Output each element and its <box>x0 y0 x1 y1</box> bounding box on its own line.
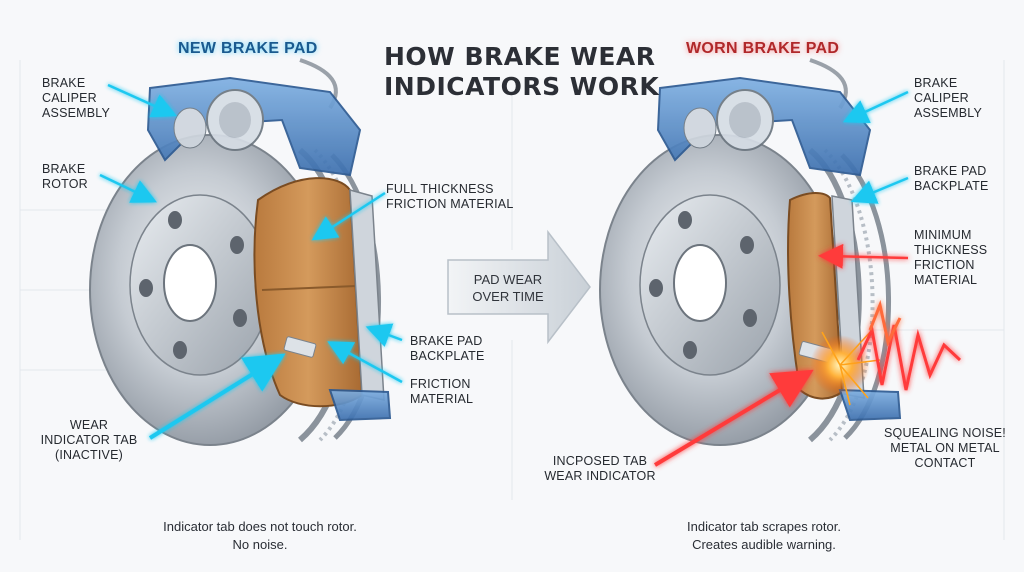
label-worn-caliper: BRAKE CALIPER ASSEMBLY <box>914 76 982 121</box>
lug-holes <box>139 211 247 359</box>
label-line: (INACTIVE) <box>55 448 123 462</box>
center-arrow-label: PAD WEAR OVER TIME <box>458 271 558 305</box>
label-line: WEAR INDICATOR <box>544 469 656 483</box>
label-line: INCPOSED TAB <box>552 454 648 468</box>
label-line: FRICTION <box>410 377 471 391</box>
caption-line: Indicator tab scrapes rotor. <box>687 519 841 534</box>
label-line: BRAKE PAD <box>410 334 483 348</box>
label-new-full-thickness: FULL THICKNESS FRICTION MATERIAL <box>386 182 513 212</box>
label-line: CALIPER <box>42 91 97 105</box>
worn-pad-heading: WORN BRAKE PAD <box>686 40 840 57</box>
label-line: INDICATOR TAB <box>40 433 138 447</box>
label-line: MATERIAL <box>914 273 978 287</box>
squeal-wave-icon <box>856 324 962 391</box>
worn-brake-assembly <box>599 58 962 446</box>
caption-line: No noise. <box>232 537 288 552</box>
label-line: MATERIAL <box>410 392 474 406</box>
title-line-1: HOW BRAKE WEAR <box>384 42 656 71</box>
spark-lines <box>821 329 881 406</box>
new-brake-assembly <box>89 58 392 446</box>
center-bore <box>163 244 217 322</box>
friction-pad <box>253 177 364 408</box>
label-line: BACKPLATE <box>410 349 485 363</box>
caption-line: Indicator tab does not touch rotor. <box>163 519 357 534</box>
worn-callout-arrows-red <box>653 243 909 467</box>
title-line-2: INDICATORS WORK <box>384 72 660 101</box>
label-line: FULL THICKNESS <box>386 182 494 196</box>
label-line: BRAKE <box>42 162 86 176</box>
caliper <box>656 76 902 422</box>
label-worn-backplate: BRAKE PAD BACKPLATE <box>914 164 989 194</box>
center-bore <box>673 244 727 322</box>
label-line: BRAKE PAD <box>914 164 987 178</box>
label-line: SQUEALING NOISE! <box>884 426 1006 440</box>
label-worn-squealing: SQUEALING NOISE! METAL ON METAL CONTACT <box>880 426 1010 471</box>
label-line: FRICTION MATERIAL <box>386 197 514 211</box>
label-line: WEAR <box>69 418 109 432</box>
label-line: MINIMUM <box>914 228 972 242</box>
label-line: ROTOR <box>42 177 88 191</box>
label-line: BRAKE <box>914 76 958 90</box>
label-line: FRICTION <box>914 258 975 272</box>
wear-indicator-tab <box>283 336 317 358</box>
new-caption: Indicator tab does not touch rotor. No n… <box>130 518 390 554</box>
label-line: CALIPER <box>914 91 969 105</box>
label-line: THICKNESS <box>914 243 988 257</box>
diagram-title: HOW BRAKE WEAR INDICATORS WORK <box>384 42 660 102</box>
label-line: ASSEMBLY <box>42 106 111 120</box>
label-line: BRAKE <box>42 76 86 90</box>
label-line: METAL ON METAL <box>890 441 1000 455</box>
label-line: ASSEMBLY <box>914 106 983 120</box>
caliper <box>146 76 392 422</box>
label-worn-exposed-tab: INCPOSED TAB WEAR INDICATOR <box>544 454 656 484</box>
wear-over-time-arrow <box>447 229 591 345</box>
label-new-friction: FRICTION MATERIAL <box>410 377 473 407</box>
lug-holes <box>649 211 757 359</box>
label-line: CONTACT <box>914 456 976 470</box>
new-pad-heading: NEW BRAKE PAD <box>178 40 318 57</box>
label-worn-min-thickness: MINIMUM THICKNESS FRICTION MATERIAL <box>914 228 987 288</box>
new-callout-arrows <box>99 83 403 440</box>
caption-line: Creates audible warning. <box>692 537 836 552</box>
worn-callout-arrows-blue <box>842 90 909 204</box>
label-new-caliper: BRAKE CALIPER ASSEMBLY <box>42 76 110 121</box>
center-arrow-line-1: PAD WEAR <box>473 272 543 287</box>
worn-caption: Indicator tab scrapes rotor. Creates aud… <box>644 518 884 554</box>
center-arrow-line-2: OVER TIME <box>472 289 544 304</box>
label-new-rotor: BRAKE ROTOR <box>42 162 88 192</box>
label-new-backplate: BRAKE PAD BACKPLATE <box>410 334 485 364</box>
label-new-wear-tab: WEAR INDICATOR TAB (INACTIVE) <box>34 418 144 463</box>
label-line: BACKPLATE <box>914 179 989 193</box>
